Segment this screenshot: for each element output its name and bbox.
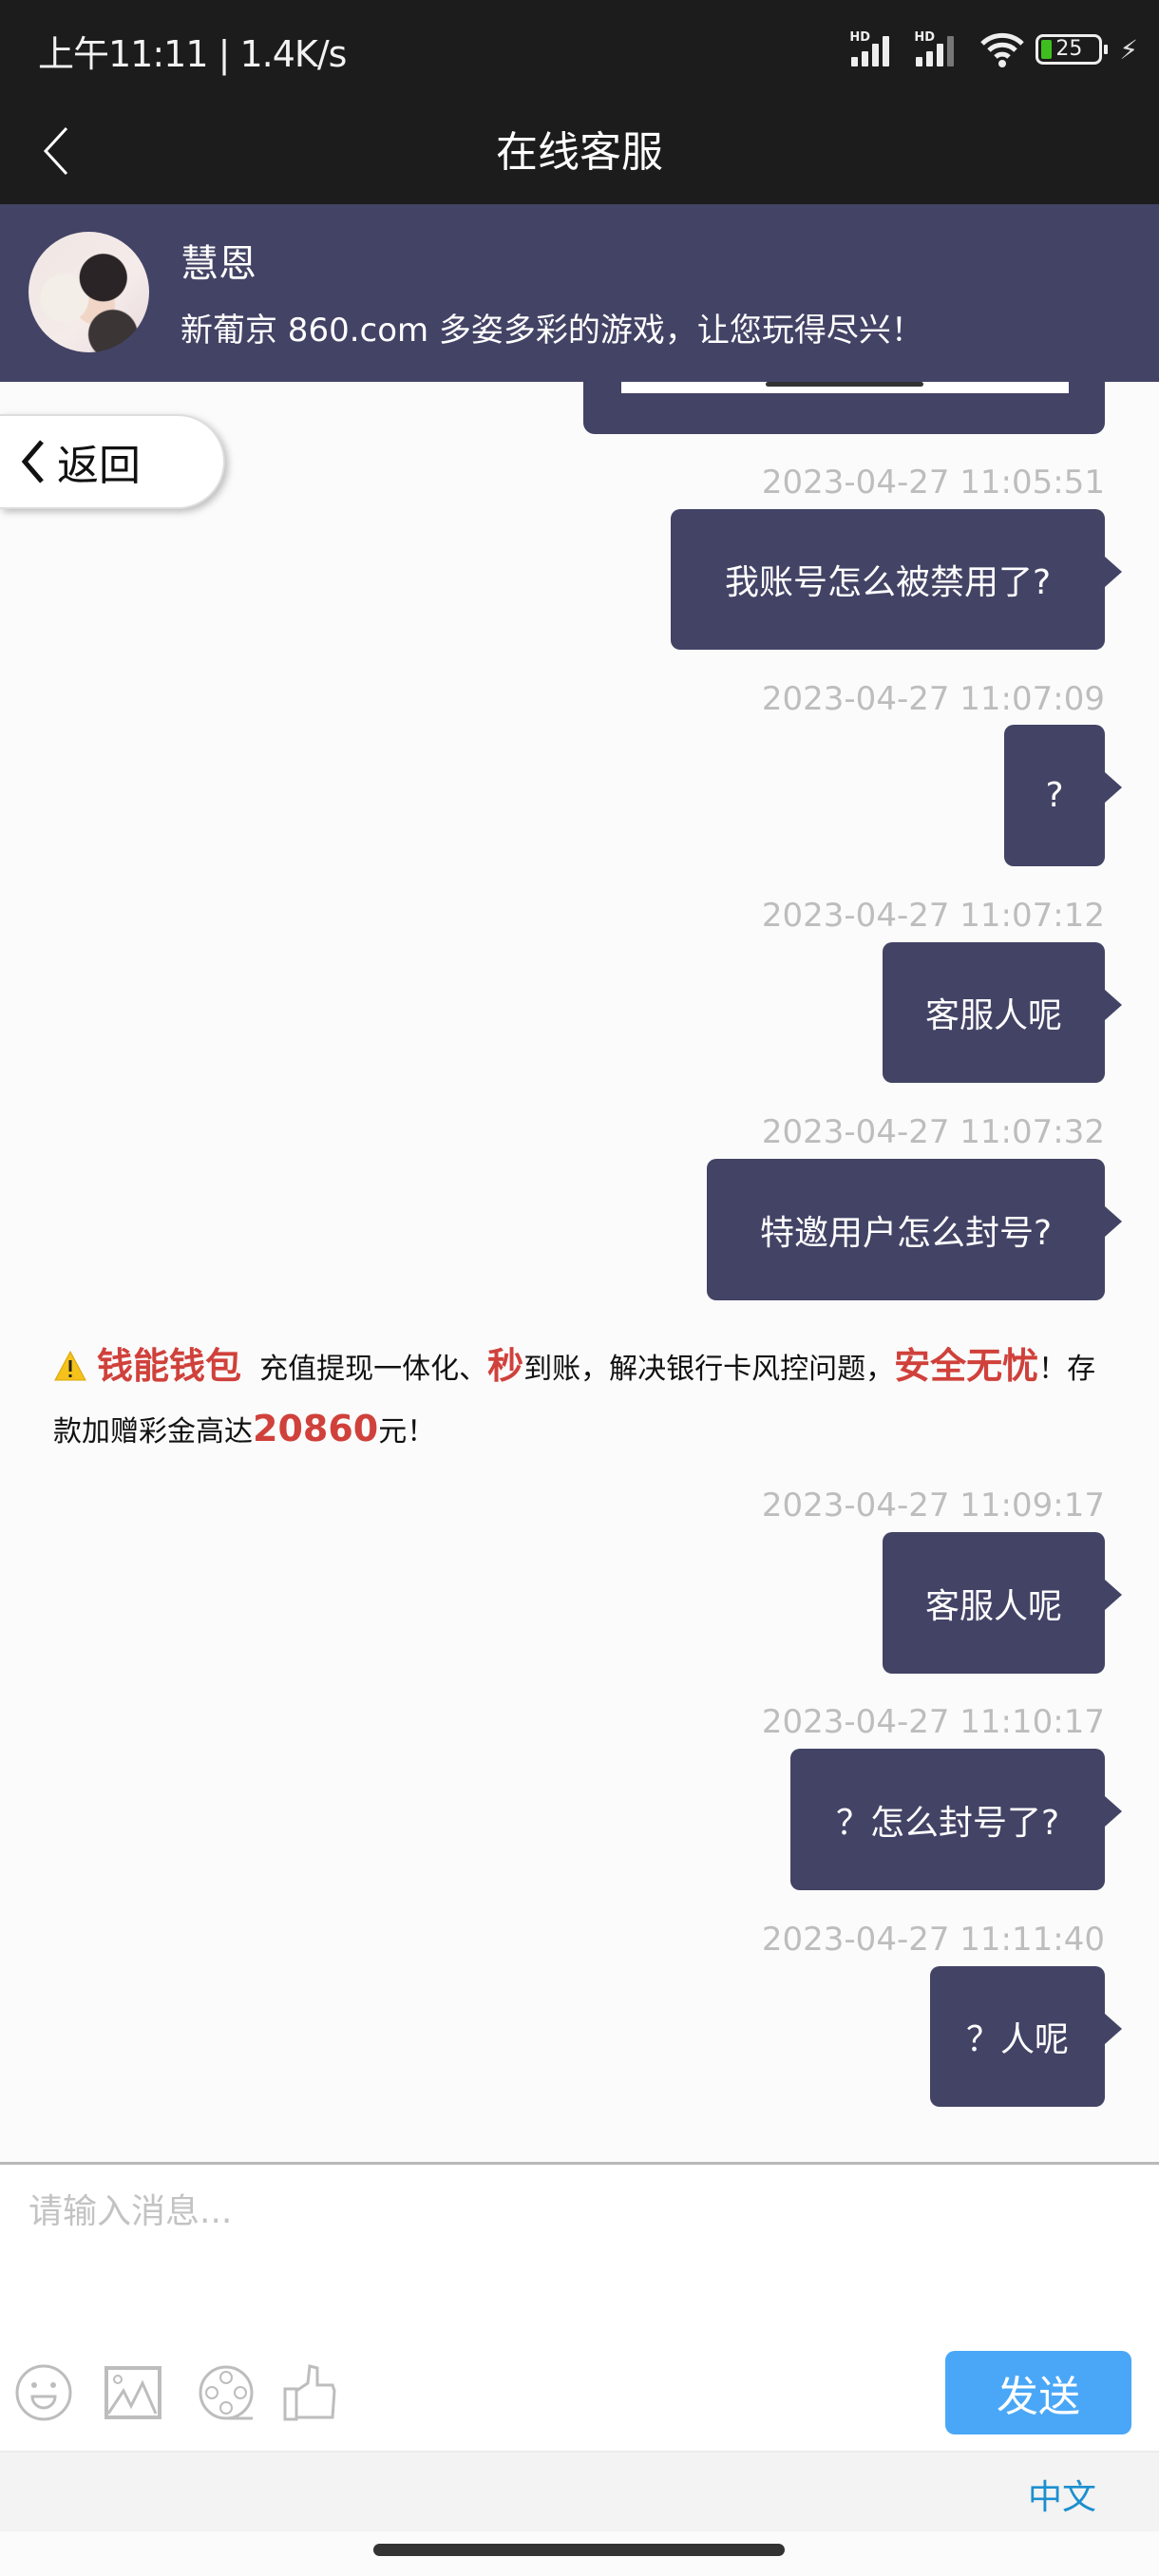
promo-highlight: 秒 [487,1345,524,1387]
promo-text: ！存款加赠彩金高达 [53,1353,1096,1449]
hd-label: HD [914,30,935,45]
promo-highlight: 安全无忧 [894,1345,1039,1387]
message-timestamp: 2023-04-27 11:05:51 [761,464,1105,502]
message-bubble[interactable]: 我账号怎么被禁用了? [671,509,1122,650]
message-bubble[interactable]: ？怎么封号了? [790,1749,1122,1890]
message-timestamp: 2023-04-27 11:07:09 [761,680,1105,718]
chat-messages[interactable]: 返回 2023-04-27 11:05:51 我账号怎么被禁用了? 2023-0… [0,382,1159,2163]
page-title: 在线客服 [496,128,663,177]
footer-bar: 中文 [0,2451,1159,2531]
status-time: 上午11:11 | 1.4K/s [38,33,347,75]
message-bubble[interactable]: 特邀用户怎么封号? [707,1159,1122,1300]
thumbs-up-icon[interactable] [281,2362,342,2423]
message-timestamp: 2023-04-27 11:09:17 [761,1487,1105,1525]
warning-icon [54,1350,86,1381]
promo-banner: 钱能钱包 充值提现一体化、秒到账，解决银行卡风控问题，安全无忧！存款加赠彩金高达… [53,1336,1117,1462]
return-button[interactable]: 返回 [0,414,225,509]
agent-header: 慧恩 新葡京 860.com 多姿多彩的游戏，让您玩得尽兴！ [0,204,1159,382]
battery-level: 25 [1055,37,1083,61]
promo-amount: 20860 [253,1408,379,1449]
signal-icon: HD [914,30,969,68]
home-indicator[interactable] [373,2544,785,2556]
image-icon[interactable] [103,2362,163,2423]
message-text: ？怎么封号了? [835,1803,1060,1843]
agent-slogan: 新葡京 860.com 多姿多彩的游戏，让您玩得尽兴！ [180,312,923,350]
wifi-icon [980,32,1025,67]
screenshot-image[interactable] [621,382,1069,393]
message-text: 特邀用户怎么封号? [759,1213,1053,1253]
chevron-left-icon [21,440,44,483]
promo-text: 到账，解决银行卡风控问题， [523,1353,895,1386]
charging-icon: ⚡︎ [1119,33,1138,66]
message-timestamp: 2023-04-27 11:10:17 [761,1703,1105,1741]
hd-label: HD [849,30,870,45]
promo-brand: 钱能钱包 [97,1345,242,1387]
message-text: ？人呢 [965,2020,1069,2059]
message-bubble[interactable]: ？人呢 [930,1966,1122,2107]
emoji-icon[interactable] [13,2362,74,2423]
message-timestamp: 2023-04-27 11:11:40 [761,1921,1105,1959]
promo-text: 充值提现一体化、 [259,1353,488,1386]
battery-icon: 25 [1036,34,1109,65]
message-bubble[interactable]: ? [1004,725,1122,866]
language-switch[interactable]: 中文 [1028,2478,1097,2517]
message-input[interactable] [28,2184,1130,2298]
message-composer: 发送 [0,2165,1159,2451]
return-label: 返回 [57,442,141,490]
message-text: 客服人呢 [924,1586,1062,1626]
message-timestamp: 2023-04-27 11:07:12 [761,897,1105,935]
status-icons: HD HD 25 ⚡︎ [849,28,1138,70]
message-timestamp: 2023-04-27 11:07:32 [761,1113,1105,1151]
message-text: 客服人呢 [924,996,1062,1035]
signal-icon: HD [849,30,904,68]
video-icon[interactable] [196,2362,256,2423]
image-message-bubble[interactable] [583,382,1105,434]
composer-divider [0,2162,1159,2165]
message-bubble[interactable]: 客服人呢 [883,1532,1122,1674]
nav-bar: 在线客服 [0,102,1159,204]
agent-avatar [28,232,149,352]
agent-name: 慧恩 [180,242,256,286]
status-bar: 上午11:11 | 1.4K/s HD HD 25 ⚡︎ [0,0,1159,102]
message-text: ? [1045,776,1064,815]
send-button[interactable]: 发送 [945,2351,1131,2434]
message-text: 我账号怎么被禁用了? [724,563,1052,602]
back-button[interactable] [38,123,76,180]
message-bubble[interactable]: 客服人呢 [883,942,1122,1083]
promo-text: 元！ [378,1415,436,1449]
